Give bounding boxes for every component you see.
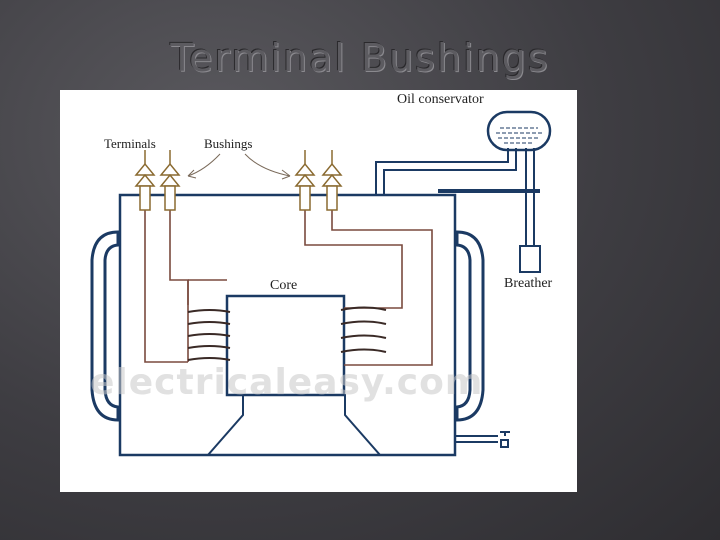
diagram-drawing bbox=[90, 110, 552, 457]
drain-valve bbox=[455, 431, 510, 448]
winding-leads bbox=[144, 208, 433, 366]
label-bushings: Bushings bbox=[204, 136, 253, 151]
oil-level-lines bbox=[496, 127, 542, 144]
bushing-3 bbox=[294, 162, 316, 211]
label-breather: Breather bbox=[504, 276, 553, 291]
breather-body bbox=[519, 245, 541, 273]
label-oil-conservator: Oil conservator bbox=[397, 92, 484, 107]
tank-outline bbox=[118, 193, 457, 457]
right-radiator bbox=[455, 230, 485, 422]
watermark: electricaleasy.com bbox=[90, 362, 484, 403]
core-base bbox=[205, 394, 383, 456]
left-coil bbox=[187, 309, 231, 361]
breather-pipe bbox=[525, 148, 535, 246]
conservator-pipe bbox=[375, 148, 517, 195]
left-radiator bbox=[90, 230, 120, 422]
oil-conservator-tank bbox=[486, 110, 552, 152]
core-rect bbox=[225, 294, 346, 397]
bushings-pointer-arrows bbox=[187, 153, 291, 180]
label-terminals: Terminals bbox=[104, 136, 156, 151]
label-core: Core bbox=[270, 278, 298, 293]
bushing-2 bbox=[159, 162, 181, 211]
terminal-posts bbox=[144, 150, 333, 164]
slide-title: Terminal Bushings bbox=[170, 36, 550, 80]
bushing-4 bbox=[321, 162, 343, 211]
right-coil bbox=[340, 306, 387, 353]
transformer-diagram: electricaleasy.com Oil conservator Termi… bbox=[60, 90, 577, 492]
bushing-1 bbox=[134, 162, 156, 211]
bushings-group bbox=[134, 162, 343, 211]
